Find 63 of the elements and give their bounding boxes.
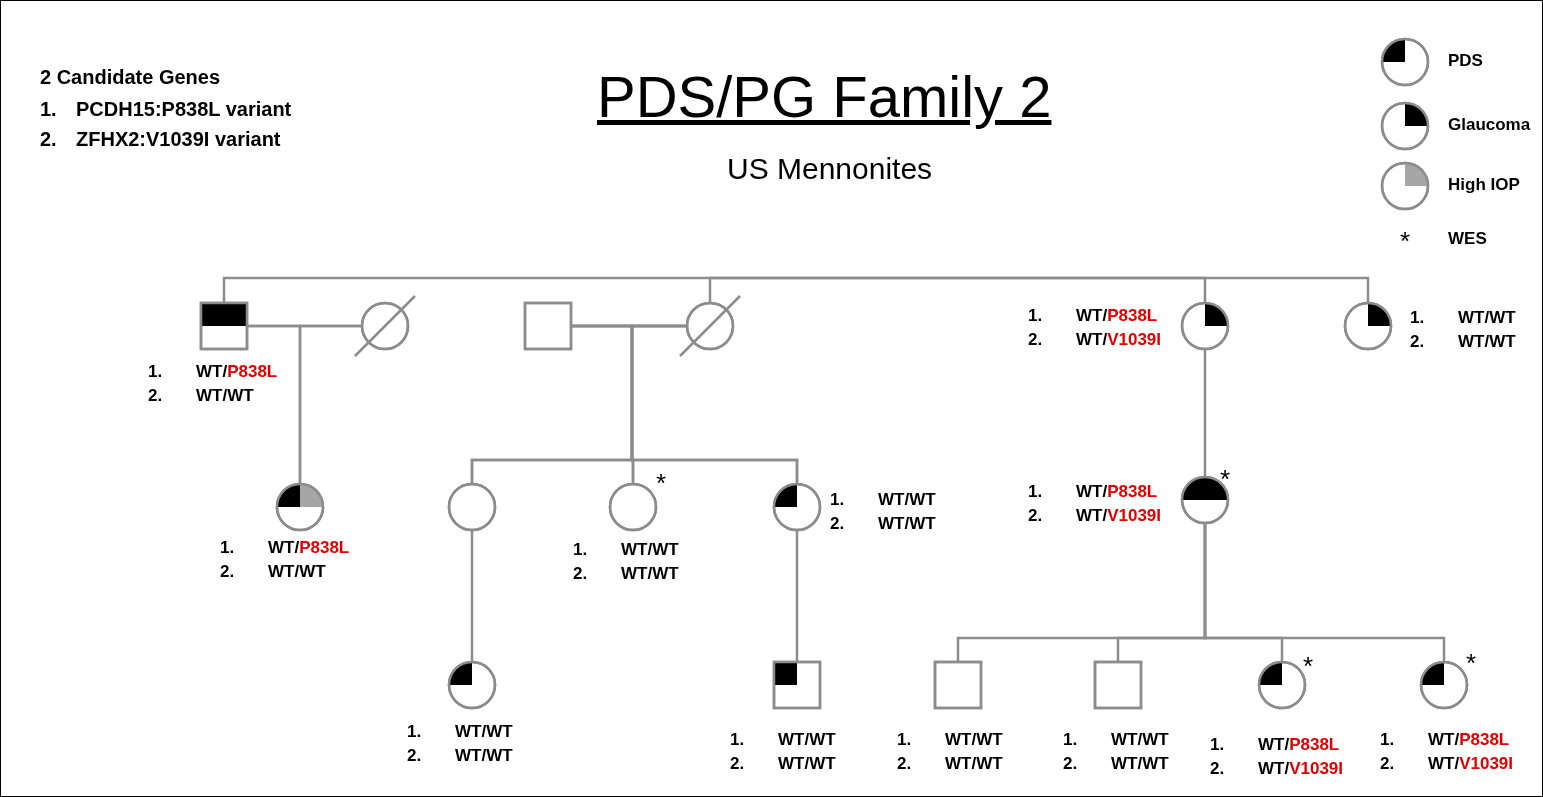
genotype-label: 1. WT/P838L	[220, 538, 350, 558]
gene-list-item: 1. PCDH15:P838L variant	[40, 98, 292, 121]
genotype-label: 2. WT/WT	[1063, 754, 1169, 774]
pedigree-line	[1203, 350, 1207, 476]
genotype-label: 1. WT/WT	[830, 490, 936, 510]
subtitle: US Mennonites	[727, 152, 933, 186]
genotype-label: 2. WT/WT	[730, 754, 836, 774]
pedigree-line	[470, 531, 474, 661]
legend-label: PDS	[1448, 51, 1483, 71]
genotype-label: 1. WT/WT	[573, 540, 679, 560]
pedigree-line	[1203, 524, 1446, 661]
male-symbol	[773, 661, 821, 709]
male-symbol	[200, 302, 248, 350]
female-symbol	[1344, 302, 1392, 350]
male-symbol	[1094, 661, 1142, 709]
heading: 2 Candidate Genes	[40, 66, 221, 89]
male-symbol	[934, 661, 982, 709]
genotype-label: 1. WT/WT	[897, 730, 1003, 750]
genotype-label: 1. WT/WT	[407, 722, 513, 742]
female-symbol	[1181, 302, 1229, 350]
pedigree-line	[708, 276, 800, 302]
genotype-label: 2. WT/V1039I	[1210, 759, 1344, 779]
genotype-label: 1. WT/P838L	[1028, 306, 1158, 326]
legend-label: WES	[1448, 229, 1487, 249]
female-symbol	[276, 483, 324, 531]
genotype-label: 2. WT/WT	[148, 386, 254, 406]
female-symbol	[448, 661, 496, 709]
pedigree-line	[298, 324, 361, 483]
asterisk-mark: *	[656, 468, 667, 499]
pedigree-line	[795, 531, 799, 661]
genotype-label: 2. WT/V1039I	[1028, 506, 1162, 526]
genotype-label: 1. WT/WT	[730, 730, 836, 750]
genotype-label: 1. WT/P838L	[1028, 482, 1158, 502]
female-symbol	[773, 483, 821, 531]
female-symbol	[1420, 661, 1468, 709]
genotype-label: 2. WT/WT	[897, 754, 1003, 774]
gene-list-item: 2. ZFHX2:V1039I variant	[40, 128, 281, 151]
pedigree-line	[800, 276, 1370, 302]
asterisk-mark: *	[1303, 651, 1314, 682]
genotype-label: 1. WT/P838L	[1380, 730, 1510, 750]
asterisk-mark: *	[1400, 226, 1411, 257]
genotype-label: 1. WT/WT	[1410, 308, 1516, 328]
genotype-label: 2. WT/WT	[220, 562, 326, 582]
legend-label: Glaucoma	[1448, 115, 1531, 135]
deceased-female-symbol	[678, 294, 742, 358]
female-symbol	[448, 483, 496, 531]
genotype-label: 2. WT/V1039I	[1380, 754, 1514, 774]
genotype-label: 1. WT/P838L	[148, 362, 278, 382]
pedigree-line	[630, 324, 799, 483]
female-symbol	[609, 483, 657, 531]
genotype-label: 2. WT/WT	[830, 514, 936, 534]
legend-label: High IOP	[1448, 175, 1520, 195]
asterisk-mark: *	[1220, 464, 1231, 495]
genotype-label: 2. WT/WT	[573, 564, 679, 584]
male-symbol	[524, 302, 572, 350]
genotype-label: 2. WT/WT	[1410, 332, 1516, 352]
deceased-female-symbol	[353, 294, 417, 358]
genotype-label: 1. WT/P838L	[1210, 735, 1340, 755]
genotype-label: 2. WT/V1039I	[1028, 330, 1162, 350]
diagram-title: PDS/PG Family 2	[597, 63, 1052, 131]
genotype-label: 1. WT/WT	[1063, 730, 1169, 750]
asterisk-mark: *	[1466, 648, 1477, 679]
genotype-label: 2. WT/WT	[407, 746, 513, 766]
